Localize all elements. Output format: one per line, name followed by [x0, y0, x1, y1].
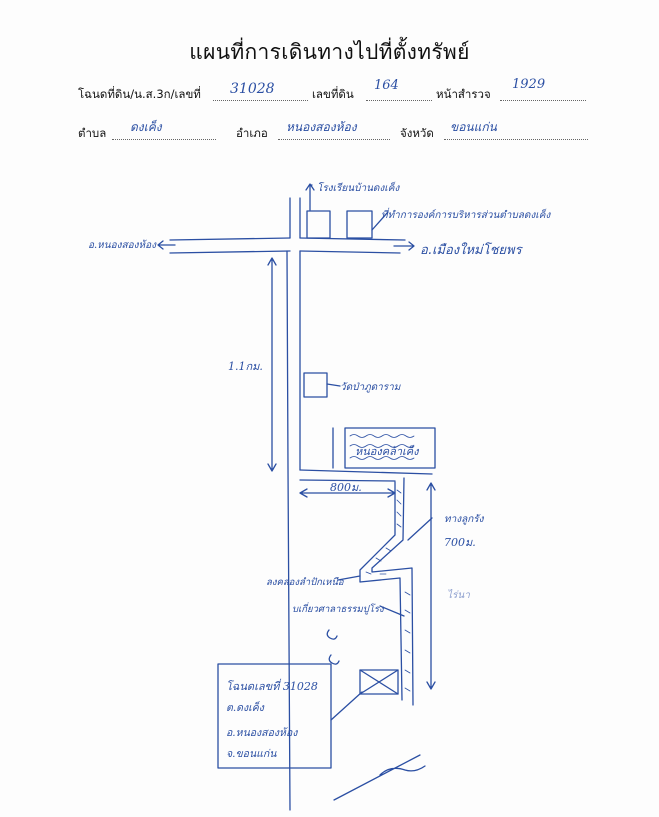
south-road-left [286, 250, 291, 811]
subdistrict-label: ตำบล [78, 126, 107, 140]
province-dots [444, 139, 588, 140]
left-arrow [157, 240, 176, 250]
distance-line-track [426, 482, 436, 690]
pond-box [344, 427, 436, 469]
property-x-mark [359, 669, 399, 695]
temple-label: วัดป่าภูดาราม [340, 382, 402, 393]
province-label: จังหวัด [400, 126, 434, 140]
sao-label: ที่ทำการองค์การบริหารส่วนตำบลดงเค็ง [381, 207, 551, 221]
canal-mouth-label: ลงคลองลำปักเหนือ [266, 577, 345, 588]
subdistrict-value: ดงเค็ง [130, 120, 162, 134]
track-hatch [365, 489, 411, 692]
main-road-bottom-line [169, 250, 401, 254]
distance-horizontal-label: 800ม. [330, 481, 362, 494]
school-box [306, 210, 331, 239]
info-line-2: ต.ดงเค็ง [226, 701, 265, 714]
right-road-label: อ.เมืองใหม่โชยพร [420, 242, 524, 258]
info-box-pointer [330, 691, 363, 721]
survey-page-dots [500, 100, 586, 101]
land-no-dots [366, 100, 432, 101]
survey-page-label: หน้าสำรวจ [436, 87, 491, 101]
deed-label: โฉนดที่ดิน/น.ส.3ก/เลขที่ [78, 87, 201, 101]
track-right [371, 477, 414, 706]
pond-wave-lines [349, 434, 415, 460]
info-line-3: อ.หนองสองห้อง [226, 727, 298, 739]
distance-vertical-label: 1.1กม. [228, 360, 263, 373]
compass-stroke [333, 754, 426, 801]
deed-dots [213, 100, 308, 101]
temple-pointer [326, 383, 341, 387]
distance-line-vertical [267, 257, 277, 472]
district-label: อำเภอ [236, 126, 268, 140]
info-line-1: โฉนดเลขที่ 31028 [226, 678, 318, 693]
school-pointer [305, 183, 315, 211]
temple-box [303, 372, 328, 398]
deed-value: 31028 [230, 81, 275, 97]
distance-canal-label: 700ม. [444, 536, 476, 549]
track-left [359, 481, 403, 701]
info-line-4: จ.ขอนแก่น [226, 748, 277, 760]
subdistrict-dots [112, 139, 216, 140]
district-value: หนองสองห้อง [286, 120, 357, 134]
sao-box [346, 210, 373, 239]
canal-label: ทางลูกรัง [444, 514, 485, 525]
canal-bridge-pointer [379, 605, 405, 617]
land-no-label: เลขที่ดิน [312, 87, 354, 101]
scribble-b [328, 654, 340, 665]
canal-bridge-label: บเกี่ยวศาลาธรรมปูโรง [292, 602, 385, 615]
rice-label: ไร่นา [447, 589, 470, 601]
branch-road-top [299, 469, 433, 475]
land-no-value: 164 [374, 78, 399, 93]
pond-label: หนองคล้าเค็ง [355, 444, 420, 458]
info-box [217, 663, 332, 769]
canal-mouth-pointer [337, 575, 361, 581]
left-road-label: อ.หนองสองห้อง [88, 239, 157, 251]
district-dots [278, 139, 390, 140]
right-arrow [393, 241, 415, 251]
page-title: แผนที่การเดินทางไปที่ตั้งทรัพย์ [189, 40, 470, 64]
north-road-stub [289, 197, 301, 239]
canal-label-pointer [407, 517, 433, 541]
scribble-a [326, 629, 338, 640]
province-value: ขอนแก่น [450, 120, 497, 134]
property-box [359, 669, 399, 695]
school-label: โรงเรียนบ้านดงเค็ง [317, 181, 400, 194]
survey-page-value: 1929 [512, 77, 546, 92]
branch-road-bottom [299, 479, 396, 482]
sao-pointer [371, 211, 389, 231]
